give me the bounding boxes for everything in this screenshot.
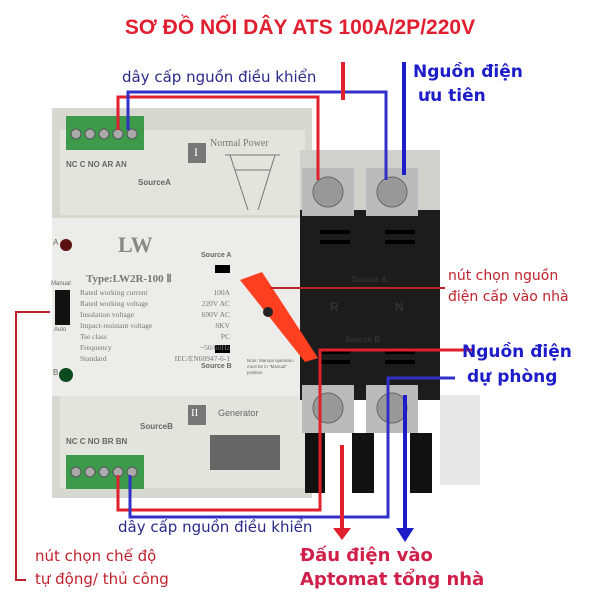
source-b-label: SourceB [140, 422, 173, 431]
screw-terminals [302, 168, 432, 493]
led-b [59, 368, 73, 382]
backup-source-label-2: dự phòng [467, 367, 558, 387]
spec-value: ~50/60Hz [200, 343, 230, 352]
spec-row: Standard IEC/EN60947-6-1 [80, 353, 230, 364]
bottom-terminal-labels: NC C NO BR BN [66, 437, 128, 446]
spec-value: IEC/EN60947-6-1 [174, 354, 230, 363]
spec-value: 100A [213, 288, 230, 297]
selector-label-1: nút chọn nguồn [448, 268, 559, 284]
generator-icon [210, 435, 280, 470]
spec-key: Rated working voltage [80, 299, 149, 308]
spec-value: 690V AC [201, 310, 230, 319]
black-r-label: R [330, 300, 339, 314]
led-a-label: A [53, 238, 59, 247]
spec-value: 220V AC [201, 299, 230, 308]
spec-row: Frequency ~50/60Hz [80, 342, 230, 353]
spec-row: Impact-resistant voltage 8KV [80, 320, 230, 331]
page-title: SƠ ĐỒ NỐI DÂY ATS 100A/2P/220V [124, 16, 476, 39]
led-b-label: B [53, 368, 59, 377]
mode-label-2: tự động/ thủ công [35, 570, 169, 588]
auto-label: Auto [54, 327, 67, 333]
manual-auto-switch[interactable] [55, 290, 70, 325]
priority-source-label-1: Nguồn điện [413, 62, 523, 82]
black-n-label: N [395, 300, 404, 314]
spec-row: Rated working voltage 220V AC [80, 298, 230, 309]
spec-key: Tse class [80, 332, 107, 341]
module-1-number: I [194, 145, 198, 159]
led-a [60, 239, 72, 251]
spec-key: Standard [80, 354, 107, 363]
brand-logo: LW [118, 232, 153, 257]
manual-label: Manual [51, 281, 71, 287]
spec-key: Insulation voltage [80, 310, 134, 319]
spec-key: Frequency [80, 343, 112, 352]
switch-source-a-label: Source A [201, 252, 232, 259]
generator-label: Generator [218, 408, 259, 418]
output-label-2: Aptomat tổng nhà [300, 569, 485, 590]
control-wire-label-top: dây cấp nguồn điều khiển [122, 68, 317, 86]
spec-key: Impact-resistant voltage [80, 321, 153, 330]
spec-row: Insulation voltage 690V AC [80, 309, 230, 320]
source-selector-handle[interactable] [240, 272, 318, 362]
normal-power-label: Normal Power [210, 138, 269, 149]
mode-label-1: nút chọn chế độ [35, 547, 157, 565]
black-source-a-label: Source A [352, 275, 387, 284]
arrow-down-blue-icon [396, 528, 414, 542]
device-type: Type:LW2R-100 Ⅱ [86, 273, 172, 285]
backup-source-label-1: Nguồn điện [462, 342, 572, 362]
black-source-b-label: Source B [345, 335, 381, 344]
spec-key: Rated working current [80, 288, 148, 297]
spec-value: 8KV [215, 321, 230, 330]
spec-row: Tse class PC [80, 331, 230, 342]
output-label-1: Đấu điện vào [300, 545, 433, 566]
power-tower-icon [225, 154, 280, 211]
priority-source-label-2: ưu tiên [418, 86, 486, 106]
control-wire-label-bottom: dây cấp nguồn điều khiển [118, 518, 313, 536]
spec-value: PC [220, 332, 230, 341]
manual-note: Note: Manual operation must be in "Manua… [247, 358, 294, 375]
arrow-down-red-icon [333, 528, 351, 540]
spec-row: Rated working current 100A [80, 287, 230, 298]
top-terminal-labels: NC C NO AR AN [66, 160, 127, 169]
wiring [15, 62, 472, 581]
source-a-label: SourceA [138, 178, 171, 187]
module-2-number: II [191, 407, 199, 419]
selector-label-2: điện cấp vào nhà [448, 289, 569, 305]
switch-source-b-label: Source B [201, 363, 232, 370]
